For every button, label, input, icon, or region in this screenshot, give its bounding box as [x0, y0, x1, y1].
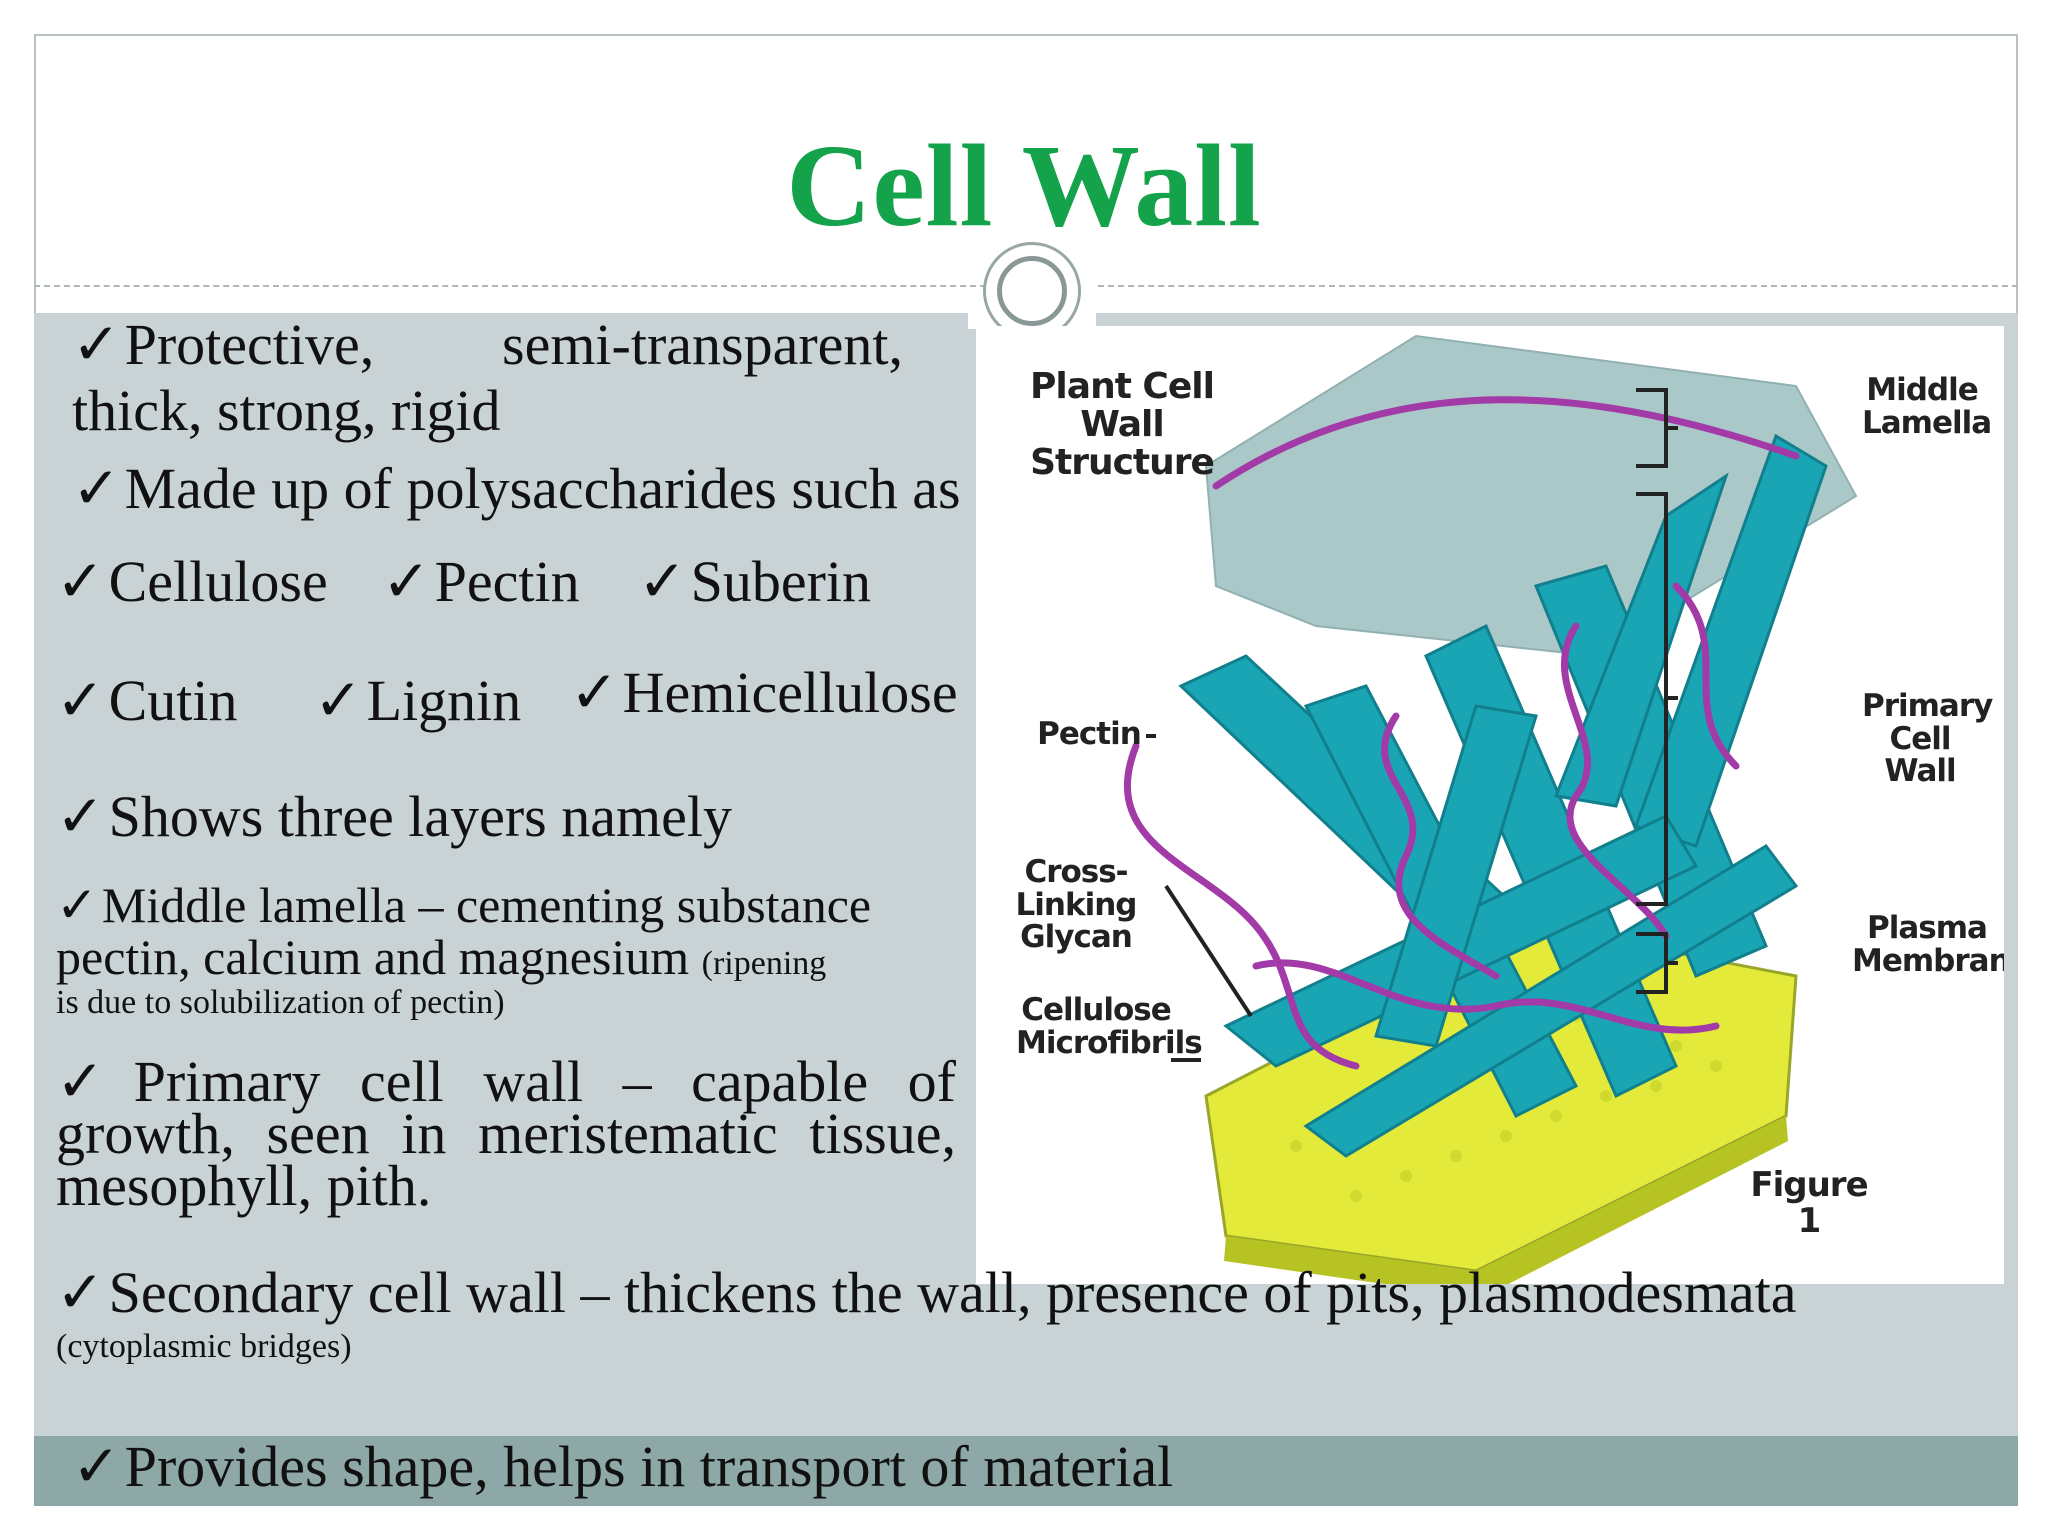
- label-primary-cell-wall: Primary Cell Wall: [1862, 688, 1993, 790]
- bullet-protective: ✓Protective,: [72, 312, 375, 377]
- check-icon: ✓: [56, 549, 105, 614]
- label-plasma-membrane: Plasma Membrane: [1852, 910, 2004, 979]
- component-lignin: ✓Lignin: [314, 668, 522, 733]
- title-divider-left: [34, 285, 986, 287]
- bullet-primary-wall: ✓Primary cell wall – capable of growth, …: [56, 1049, 956, 1219]
- component-hemicellulose: ✓Hemicellulose: [570, 660, 958, 725]
- middle-lamella-line2: pectin, calcium and magnesium (ripening: [56, 929, 827, 985]
- cell-wall-figure: Plant Cell Wall Structure Middle Lamella…: [976, 326, 2004, 1284]
- secondary-wall-note: (cytoplasmic bridges): [56, 1328, 352, 1365]
- check-icon: ✓: [570, 660, 619, 725]
- bullet-middle-lamella: ✓Middle lamella – cementing substance: [56, 877, 872, 933]
- cell-wall-illustration: [1124, 334, 1858, 1284]
- label-pectin: Pectin: [1037, 716, 1142, 752]
- title-divider-right: [1098, 285, 2018, 287]
- component-cutin: ✓Cutin: [56, 668, 238, 733]
- check-icon: ✓: [314, 668, 363, 733]
- check-icon: ✓: [72, 312, 121, 377]
- bullet-protective-cont: semi-transparent,: [502, 312, 904, 377]
- bullet-secondary-wall: ✓Secondary cell wall – thickens the wall…: [56, 1260, 1797, 1325]
- check-icon: ✓: [382, 549, 431, 614]
- check-icon: ✓: [56, 1260, 105, 1325]
- component-cellulose: ✓Cellulose: [56, 549, 328, 614]
- component-pectin: ✓Pectin: [382, 549, 580, 614]
- check-icon: ✓: [56, 784, 105, 849]
- check-icon: ✓: [72, 1434, 121, 1499]
- label-cellulose-microfibrils: Cellulose Microfibrils: [1016, 992, 1203, 1061]
- slide-title: Cell Wall: [786, 120, 1262, 251]
- bullet-polysaccharides: ✓Made up of polysaccharides such as: [72, 456, 961, 521]
- label-cross-linking-glycan: Cross-Linking Glycan: [1015, 854, 1138, 956]
- figure-heading: Plant Cell Wall Structure: [1030, 366, 1215, 483]
- check-icon: ✓: [56, 668, 105, 733]
- label-middle-lamella: Middle Lamella: [1862, 372, 1992, 441]
- check-icon: ✓: [56, 877, 98, 933]
- check-icon: ✓: [72, 456, 121, 521]
- footer-band: [34, 1436, 2018, 1506]
- check-icon: ✓: [638, 549, 687, 614]
- middle-lamella-note: is due to solubilization of pectin): [56, 984, 505, 1021]
- check-icon: ✓: [56, 1049, 130, 1114]
- component-suberin: ✓Suberin: [638, 549, 872, 614]
- figure-caption: Figure 1: [1750, 1165, 1868, 1241]
- bullet-protective-line2: thick, strong, rigid: [72, 378, 501, 443]
- bullet-provides-shape: ✓Provides shape, helps in transport of m…: [72, 1434, 1174, 1499]
- bullet-three-layers: ✓Shows three layers namely: [56, 784, 732, 849]
- divider-ring-inner: [997, 256, 1067, 326]
